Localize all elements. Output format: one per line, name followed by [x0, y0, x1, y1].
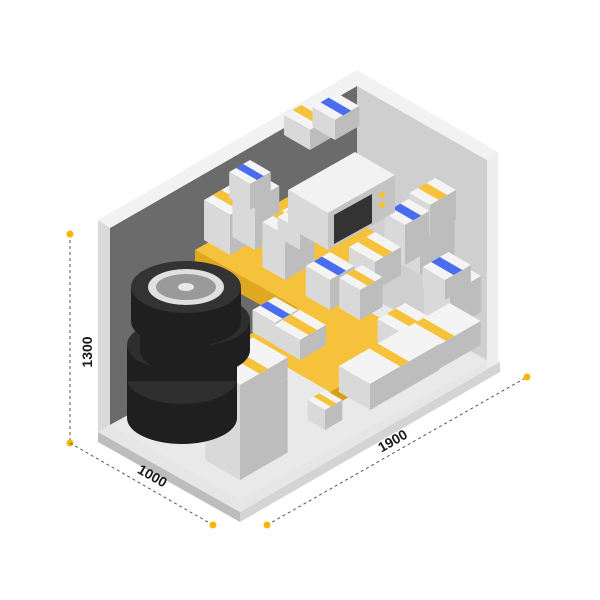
- tire: [131, 261, 241, 347]
- box: [339, 265, 383, 320]
- box: [338, 326, 440, 410]
- box-stacks: [204, 93, 482, 480]
- dimension-height: 1300: [66, 230, 95, 447]
- box: [229, 160, 271, 210]
- box: [422, 252, 471, 300]
- tire-stack: [127, 261, 250, 444]
- box: [307, 390, 343, 430]
- floor-slab-front: [98, 432, 240, 522]
- floor-slab-right: [240, 362, 500, 522]
- box: [312, 93, 360, 140]
- height-label: 1300: [79, 336, 95, 367]
- left-wall-edge: [98, 220, 110, 432]
- microwave-icon: [288, 152, 395, 250]
- box: [274, 310, 326, 360]
- right-wall-edge: [487, 152, 498, 368]
